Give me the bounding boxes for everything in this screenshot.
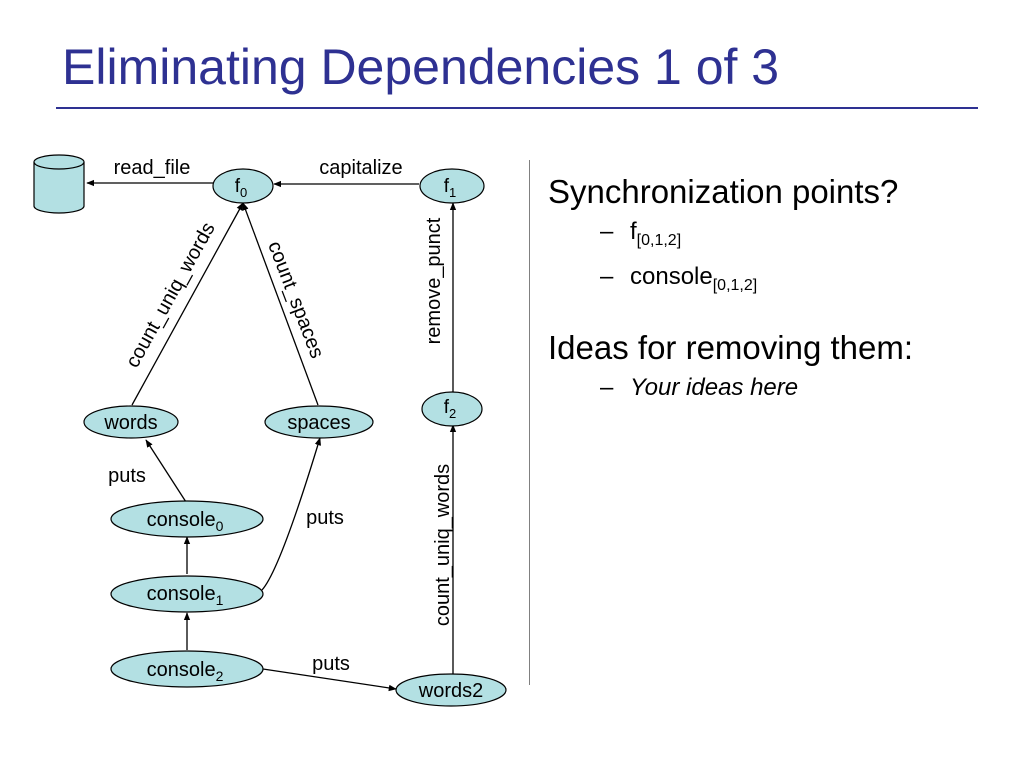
label-puts-spaces: puts [306,507,344,529]
label-read-file: read_file [114,157,191,179]
bullet-ideas-heading: Ideas for removing them: [548,328,913,366]
label-count-uniq-words-right: count_uniq_words [432,464,454,626]
column-divider [529,160,530,685]
node-f2: f2 [421,391,483,427]
node-console0: console0 [110,500,264,538]
svg-text:words2: words2 [418,680,483,702]
edge-puts-words [145,439,187,503]
bullet-list: Synchronization points? –f[0,1,2] –conso… [548,170,1018,406]
edge-count-spaces [242,202,319,406]
node-console2: console2 [110,650,264,688]
svg-text:words: words [103,412,157,434]
svg-text:f1: f1 [444,176,457,200]
label-capitalize: capitalize [319,157,402,179]
label-puts-words: puts [108,465,146,487]
bullet-sync-item-f: –f[0,1,2] [600,218,682,249]
svg-text:f2: f2 [444,397,457,421]
svg-text:console0: console0 [147,509,224,534]
node-words2: words2 [395,673,507,707]
svg-text:console1: console1 [147,583,224,608]
bullet-sync-item-console: –console[0,1,2] [600,262,758,294]
database-icon [33,154,85,214]
svg-text:f0: f0 [235,176,248,200]
edge-count-uniq-words-top [131,202,244,406]
svg-text:spaces: spaces [287,412,350,434]
bullet-ideas-item: –Your ideas here [600,373,799,401]
node-f1: f1 [419,168,485,204]
node-words: words [83,405,179,439]
bullet-sync-heading: Synchronization points? [548,173,899,210]
label-remove-punct: remove_punct [423,217,445,344]
label-puts-words2: puts [312,653,350,675]
label-count-uniq-words-top: count_uniq_words [122,219,220,372]
node-console1: console1 [110,575,264,613]
svg-text:console2: console2 [147,659,224,684]
page-title: Eliminating Dependencies 1 of 3 [62,39,780,95]
edge-puts-spaces [261,437,321,591]
edge-puts-words2 [262,668,397,692]
node-spaces: spaces [264,405,374,439]
title-underline [56,107,978,109]
node-f0: f0 [212,168,274,204]
